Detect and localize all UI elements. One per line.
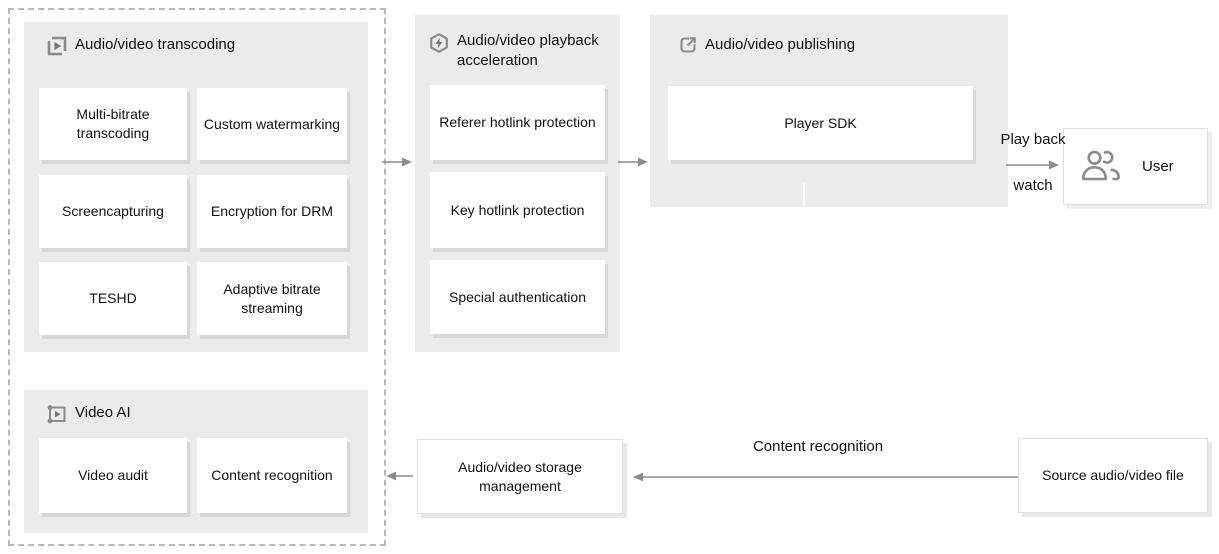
video-transcoding-icon bbox=[47, 36, 67, 56]
arrow-publishing-to-user bbox=[1006, 160, 1059, 170]
user-node: User bbox=[1063, 128, 1208, 205]
arrow-source-to-storage bbox=[633, 472, 1018, 482]
video-ai-title: Video AI bbox=[75, 404, 131, 421]
edge-label-play-back: Play back bbox=[1000, 131, 1066, 148]
feature-box-custom-watermarking: Custom watermarking bbox=[197, 88, 347, 160]
playback-acceleration-section: Audio/video playback acceleration Refere… bbox=[415, 15, 620, 352]
storage-management-node: Audio/video storage management bbox=[417, 439, 623, 514]
dashed-group-border bbox=[8, 8, 386, 546]
user-label: User bbox=[1142, 158, 1174, 175]
video-ai-header: Video AI bbox=[46, 403, 131, 425]
feature-box-key-hotlink-protection: Key hotlink protection bbox=[430, 172, 605, 248]
publishing-section: Audio/video publishing Player SDK bbox=[650, 15, 1008, 207]
arrow-playback-to-publishing bbox=[618, 157, 648, 167]
feature-box-multi-bitrate-transcoding: Multi-bitrate transcoding bbox=[39, 88, 187, 160]
feature-box-teshd: TESHD bbox=[39, 262, 187, 335]
video-ai-icon bbox=[47, 405, 66, 424]
feature-box-referer-hotlink-protection: Referer hotlink protection bbox=[430, 85, 605, 160]
feature-box-video-audit: Video audit bbox=[39, 438, 187, 513]
source-file-node: Source audio/video file bbox=[1018, 438, 1208, 513]
publishing-title: Audio/video publishing bbox=[705, 36, 856, 53]
feature-box-special-authentication: Special authentication bbox=[430, 260, 605, 334]
feature-box-encryption-for-drm: Encryption for DRM bbox=[197, 175, 347, 248]
section-seam bbox=[803, 183, 805, 207]
edge-label-watch: watch bbox=[1013, 177, 1053, 194]
transcoding-section: Audio/video transcoding Multi-bitrate tr… bbox=[24, 22, 368, 352]
transcoding-header: Audio/video transcoding bbox=[46, 35, 235, 57]
users-icon bbox=[1082, 150, 1120, 180]
playback-acceleration-title: Audio/video playback acceleration bbox=[457, 32, 599, 69]
feature-box-player-sdk: Player SDK bbox=[668, 86, 973, 160]
acceleration-icon bbox=[430, 33, 448, 53]
feature-box-screencapturing: Screencapturing bbox=[39, 175, 187, 248]
video-ai-section: Video AI Video audit Content recognition bbox=[24, 390, 368, 533]
playback-acceleration-header: Audio/video playback acceleration bbox=[428, 31, 617, 71]
publishing-header: Audio/video publishing bbox=[678, 35, 855, 55]
transcoding-title: Audio/video transcoding bbox=[75, 36, 236, 53]
edge-label-content-recognition: Content recognition bbox=[752, 438, 884, 455]
arrow-transcoding-to-playback bbox=[382, 157, 412, 167]
arrow-storage-to-video-ai bbox=[386, 471, 413, 481]
feature-box-adaptive-bitrate-streaming: Adaptive bitrate streaming bbox=[197, 262, 347, 335]
feature-box-content-recognition: Content recognition bbox=[197, 438, 347, 513]
publish-icon bbox=[680, 37, 696, 53]
